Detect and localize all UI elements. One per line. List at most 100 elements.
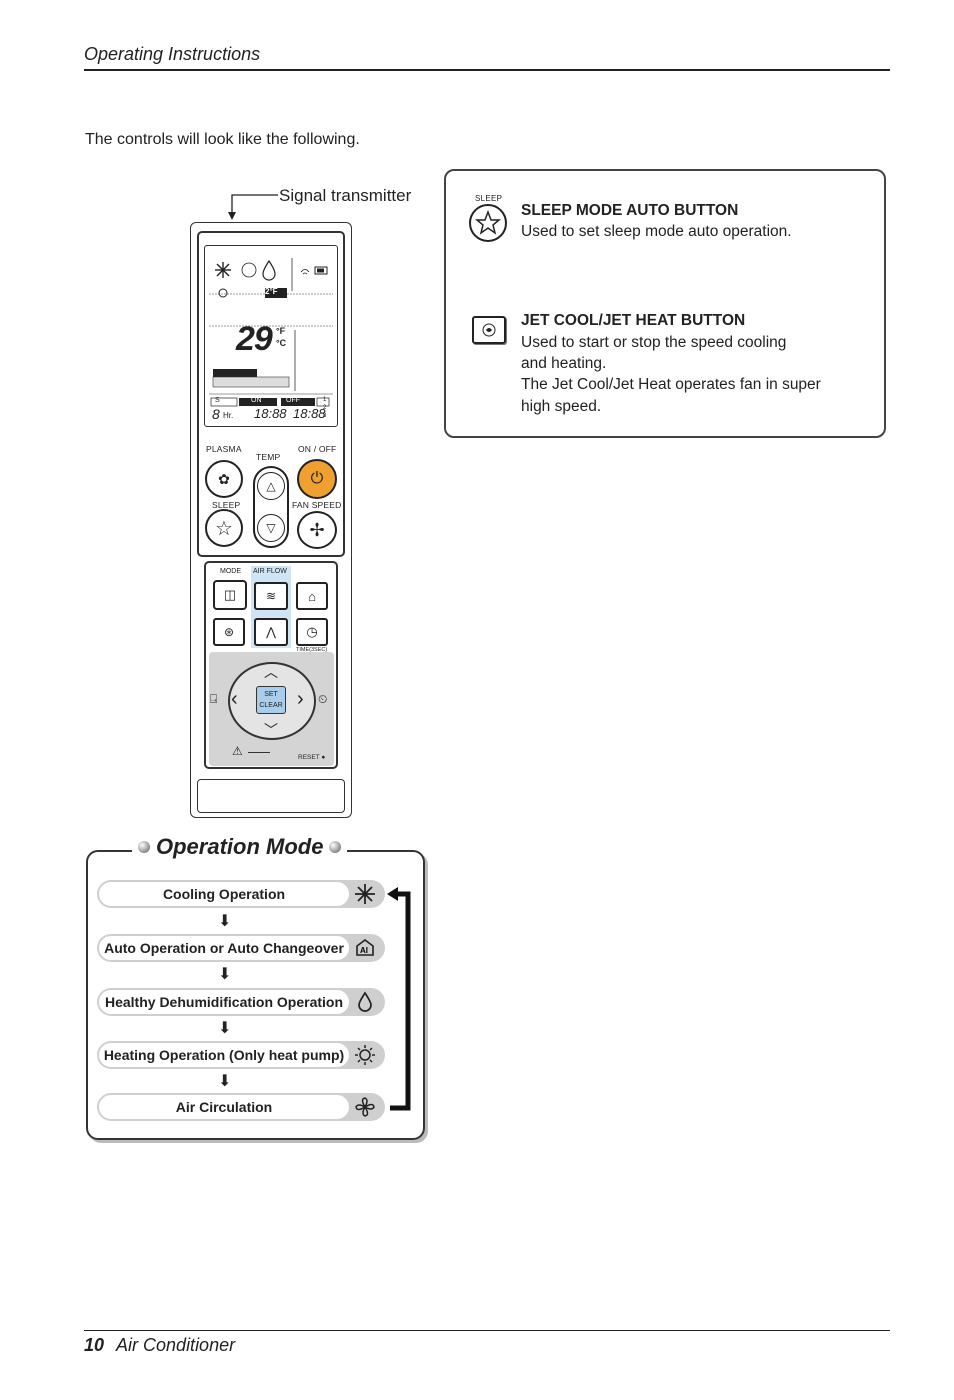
- arrow-down-icon: ⬇: [218, 966, 232, 983]
- chevron-right-icon: ›: [297, 688, 304, 710]
- chevron-left-icon: ‹: [231, 688, 238, 710]
- mode-label-dehumidify: Healthy Dehumidification Operation: [99, 990, 349, 1014]
- bullet-ball-icon: [329, 841, 342, 853]
- bullet-ball-icon: [138, 841, 150, 853]
- mode-label-cooling: Cooling Operation: [99, 882, 349, 906]
- lcd-on: ON: [251, 397, 262, 404]
- lcd-timer-on: 18:88: [254, 406, 287, 421]
- footer-title: Air Conditioner: [116, 1335, 236, 1355]
- plasma-button[interactable]: ✿: [205, 460, 243, 498]
- sleep-button-title: SLEEP MODE AUTO BUTTON: [521, 202, 739, 219]
- signal-arrow: [228, 194, 278, 220]
- intro-text: The controls will look like the followin…: [85, 131, 360, 148]
- set-label: SET: [264, 691, 278, 698]
- mode-item-cooling: Cooling Operation: [97, 880, 385, 908]
- arrow-down-icon: ⬇: [218, 1073, 232, 1090]
- lcd-hr: Hr.: [223, 411, 234, 420]
- lcd-temperature: 29: [236, 320, 273, 358]
- footer-rule: [84, 1330, 890, 1331]
- lcd-display: [204, 245, 338, 427]
- lcd-row-1: 1: [323, 397, 327, 403]
- temp-down-button[interactable]: ▽: [257, 514, 285, 542]
- swing-vertical-icon: ≋: [265, 589, 277, 603]
- clear-label: CLEAR: [259, 702, 283, 709]
- chevron-down-icon: ﹀: [264, 722, 278, 738]
- jet-cool-desc-2: and heating.: [521, 355, 607, 372]
- lcd-small-temp: 2°F: [265, 287, 278, 296]
- mode-item-heating: Heating Operation (Only heat pump): [97, 1041, 385, 1069]
- temp-up-button[interactable]: △: [257, 472, 285, 500]
- chevron-up-icon: ︿: [264, 664, 278, 680]
- mode-item-auto: Auto Operation or Auto Changeover AI: [97, 934, 385, 962]
- temp-rocker: [253, 466, 289, 548]
- plasma-label: PLASMA: [206, 444, 242, 454]
- nav-right-button[interactable]: ›: [297, 688, 311, 710]
- jet-cool-desc-3: The Jet Cool/Jet Heat operates fan in su…: [521, 376, 821, 393]
- sleep-label: SLEEP: [212, 500, 241, 510]
- temp-label: TEMP: [256, 452, 281, 462]
- sleep-icon-label: SLEEP: [475, 194, 503, 203]
- lcd-timer-off: 18:88: [293, 406, 326, 421]
- fan-speed-button[interactable]: ✢: [297, 511, 337, 549]
- light-line: [248, 752, 270, 753]
- lcd-unit-f: °F: [276, 326, 286, 336]
- sleep-button-desc: Used to set sleep mode auto operation.: [521, 223, 792, 240]
- sun-icon: [353, 1044, 377, 1066]
- star-icon: ☆: [215, 517, 233, 540]
- footer: 10 Air Conditioner: [84, 1335, 235, 1356]
- lcd-s: S: [215, 397, 220, 404]
- fan-icon: ✢: [309, 519, 325, 540]
- air-flow-horizontal-button[interactable]: ⋀: [254, 618, 288, 646]
- remote-battery-cover: [197, 779, 345, 813]
- cycle-back-arrow: [387, 887, 411, 1111]
- lcd-row-2: 2: [323, 405, 327, 411]
- plasma-icon: ✿: [218, 470, 230, 487]
- up-triangle-icon: △: [266, 479, 276, 493]
- arrow-down-icon: ⬇: [218, 1020, 232, 1037]
- lcd-unit-c: °C: [276, 338, 287, 348]
- house-thermometer-icon: ⌂: [308, 588, 316, 604]
- button-info-box: [444, 169, 886, 438]
- down-triangle-icon: ▽: [266, 521, 276, 535]
- mode-label-air-circulation: Air Circulation: [99, 1095, 349, 1119]
- mode-label-heating: Heating Operation (Only heat pump): [99, 1043, 349, 1067]
- lcd-off: OFF: [286, 397, 300, 404]
- air-flow-vertical-button[interactable]: ≋: [254, 582, 288, 610]
- on-off-button[interactable]: ⏻: [297, 459, 337, 499]
- mode-label: MODE: [220, 568, 241, 575]
- jet-cool-desc-4: high speed.: [521, 398, 602, 415]
- auto-ai-icon: AI: [353, 937, 377, 959]
- nav-left-button[interactable]: ‹: [231, 688, 245, 710]
- svg-text:AI: AI: [360, 946, 368, 955]
- light-icon: ⚠: [232, 744, 243, 758]
- on-off-label: ON / OFF: [298, 444, 337, 454]
- swing-horizontal-icon: ⋀: [266, 625, 276, 639]
- time-label: TIME(3SEC): [296, 647, 328, 653]
- jet-cool-icon: [472, 316, 506, 344]
- jet-cool-button[interactable]: ⊛: [213, 618, 245, 646]
- jet-cool-icon: ⊛: [223, 625, 235, 639]
- clock-icon: ◷: [306, 624, 318, 639]
- exit-icon: ⍈: [210, 692, 218, 706]
- reset-label: RESET ●: [298, 754, 326, 761]
- timer-set-icon: ⏲: [318, 692, 328, 706]
- header-title: Operating Instructions: [84, 44, 261, 64]
- set-clear-button[interactable]: SET CLEAR: [256, 686, 286, 714]
- mode-item-air-circulation: Air Circulation: [97, 1093, 385, 1121]
- room-temp-button[interactable]: ⌂: [296, 582, 328, 610]
- lcd-row-3: 3: [323, 413, 327, 419]
- nav-up-button[interactable]: ︿: [259, 662, 283, 680]
- header-rule: [84, 69, 890, 71]
- remote-upper-panel: [197, 231, 345, 557]
- timer-button[interactable]: ◷: [296, 618, 328, 646]
- mode-button[interactable]: ◫: [213, 580, 247, 610]
- mode-icon: ◫: [223, 587, 237, 602]
- water-drop-icon: [353, 991, 377, 1013]
- page-number: 10: [84, 1335, 105, 1355]
- remote-lower-panel: [204, 561, 338, 769]
- lcd-digit: 8: [212, 406, 220, 422]
- sleep-button[interactable]: ☆: [205, 509, 243, 547]
- nav-down-button[interactable]: ﹀: [259, 720, 283, 738]
- arrow-down-icon: ⬇: [218, 913, 232, 930]
- lcd-fan-speed: FAN SPEED: [216, 364, 256, 371]
